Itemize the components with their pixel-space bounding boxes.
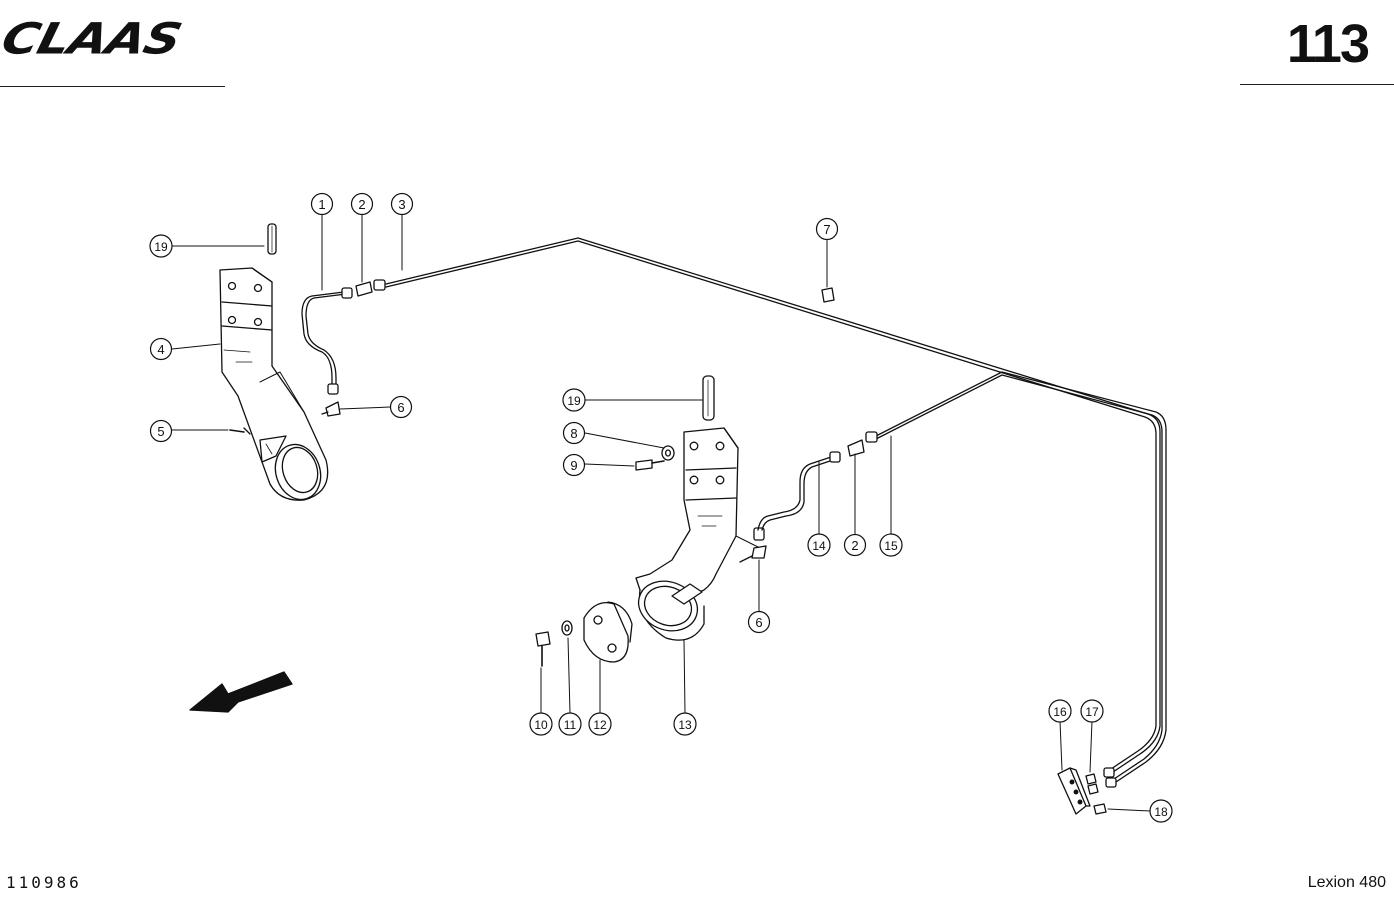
svg-text:12: 12	[593, 718, 607, 732]
screw-10	[535, 631, 551, 667]
washer-11	[561, 620, 573, 636]
fitting-6-centre	[739, 527, 767, 563]
clip-7	[821, 287, 835, 303]
pin-left	[267, 223, 277, 255]
callout-2-centre[interactable]: 2	[843, 533, 867, 557]
svg-text:11: 11	[564, 718, 577, 732]
svg-text:19: 19	[154, 240, 168, 254]
bracket-arm-left	[219, 267, 329, 501]
svg-text:2: 2	[358, 197, 365, 212]
bearing-sleeve-13	[637, 580, 705, 641]
header-rule-left	[0, 86, 225, 87]
svg-text:9: 9	[570, 458, 577, 473]
callout-15[interactable]: 15	[879, 533, 903, 557]
callout-1[interactable]: 1	[310, 192, 334, 216]
model-name: Lexion 480	[1307, 874, 1386, 891]
callout-9[interactable]: 9	[562, 453, 586, 477]
callout-14[interactable]: 14	[807, 533, 831, 557]
callout-19-centre[interactable]: 19	[562, 388, 586, 412]
cam-disc-12	[583, 601, 633, 663]
leader-lines	[171, 212, 1151, 812]
bracket-arm-centre	[635, 427, 761, 603]
callout-2[interactable]: 2	[350, 192, 374, 216]
svg-text:18: 18	[1154, 805, 1168, 819]
callout-12[interactable]: 12	[588, 712, 612, 736]
connector-2-left	[341, 279, 386, 299]
header-rule-right	[1240, 84, 1394, 85]
document-number: 110986	[6, 873, 82, 892]
grease-nipple-18	[1093, 803, 1107, 815]
callout-16[interactable]: 16	[1048, 699, 1072, 723]
travel-direction-arrow-icon	[189, 671, 293, 713]
connector-2-centre	[847, 431, 878, 457]
svg-text:6: 6	[755, 615, 762, 630]
svg-text:4: 4	[157, 342, 164, 357]
svg-text:5: 5	[157, 424, 164, 439]
callout-5[interactable]: 5	[149, 419, 173, 443]
screw-9	[635, 459, 665, 471]
svg-text:3: 3	[398, 197, 405, 212]
fitting-6-left	[321, 401, 341, 417]
svg-text:16: 16	[1053, 705, 1067, 719]
callout-4[interactable]: 4	[149, 337, 173, 361]
callout-8[interactable]: 8	[562, 421, 586, 445]
screw-5	[229, 427, 251, 435]
distributor-block-16	[1057, 767, 1091, 815]
svg-text:13: 13	[678, 718, 692, 732]
svg-text:1: 1	[318, 197, 325, 212]
svg-text:6: 6	[397, 400, 404, 415]
callout-11[interactable]: 11	[558, 712, 582, 736]
callout-6-left[interactable]: 6	[389, 395, 413, 419]
callout-bubbles: 1 2 3 4 5 6 7 8 9 10 11 12 13 14 2 15 6 …	[149, 192, 1173, 823]
lubrication-line-3	[385, 237, 1161, 775]
lubrication-line-14	[757, 451, 841, 531]
callout-13[interactable]: 13	[673, 712, 697, 736]
svg-text:7: 7	[823, 222, 830, 237]
lubrication-line-1	[301, 291, 347, 395]
svg-text:15: 15	[884, 539, 898, 553]
callout-10[interactable]: 10	[529, 712, 553, 736]
svg-text:14: 14	[812, 539, 826, 553]
svg-text:19: 19	[567, 394, 581, 408]
lubrication-line-15	[875, 371, 1167, 783]
svg-text:8: 8	[570, 426, 577, 441]
page-number: 113	[1286, 14, 1370, 74]
callout-17[interactable]: 17	[1080, 699, 1104, 723]
svg-text:10: 10	[534, 718, 548, 732]
callout-19-left[interactable]: 19	[149, 234, 173, 258]
callout-7[interactable]: 7	[815, 217, 839, 241]
svg-text:17: 17	[1085, 705, 1099, 719]
callout-18[interactable]: 18	[1149, 799, 1173, 823]
washer-8	[661, 445, 675, 461]
pin-centre	[702, 375, 715, 421]
svg-text:2: 2	[851, 538, 858, 553]
callout-6-centre[interactable]: 6	[747, 610, 771, 634]
fittings-17	[1085, 767, 1117, 795]
callout-3[interactable]: 3	[390, 192, 414, 216]
